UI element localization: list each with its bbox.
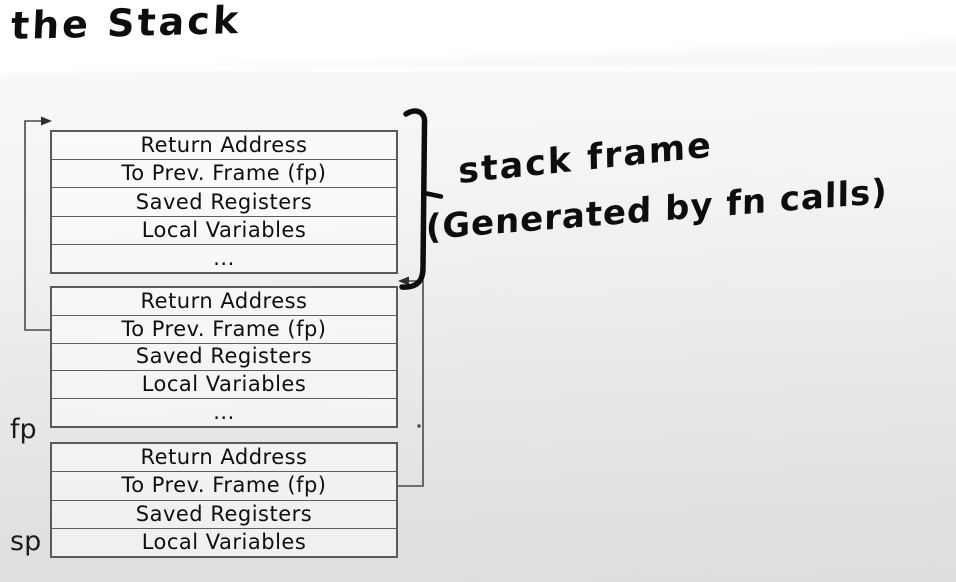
stack-frame-annotation-line1: stack frame [458,125,714,193]
fp-to-prev-frame-arrowhead-icon [398,276,409,286]
stack-row: Saved Registers [52,344,396,372]
fp-to-prev-frame-arrow [398,280,424,487]
stack-row: Local Variables [141,529,307,554]
stack-row: Local Variables [52,371,396,400]
stack-row: Saved Registers [52,501,396,529]
fp-to-top-frame-arrowhead-icon [41,116,52,126]
stack-row: Return Address [52,132,396,161]
stack-row: ... [213,245,235,270]
stack-row: ... [213,400,235,425]
stack-frame-bracket-icon [399,108,428,290]
stack-row: To Prev. Frame (fp) [52,160,396,189]
stack-pointer-label: sp [10,526,42,557]
stack-row: Return Address [52,288,396,316]
background-seam [0,66,956,72]
stack-row: Return Address [52,444,396,473]
stack-row: Local Variables [52,217,396,245]
ink-dot [417,424,421,428]
stack-row: To Prev. Frame (fp) [52,472,396,501]
page-title: the Stack [10,0,243,49]
stack-frame-bracket-tick-icon [421,190,444,199]
fp-to-top-frame-arrow [24,120,52,331]
stack-row: To Prev. Frame (fp) [52,316,396,344]
frame-pointer-label: fp [10,414,37,445]
stack-row: Saved Registers [52,188,396,217]
